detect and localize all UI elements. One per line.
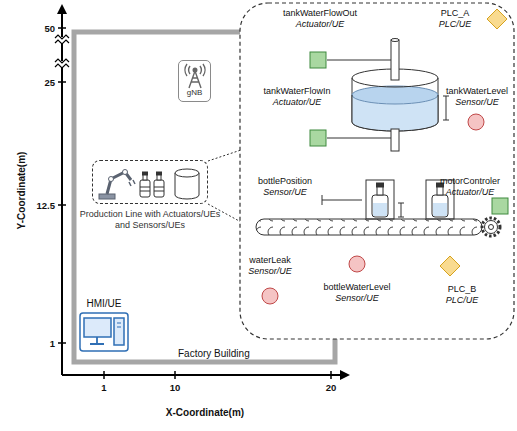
sensor-label: bottlePositionSensor/UE bbox=[258, 176, 312, 198]
antenna-icon bbox=[180, 63, 210, 89]
conveyor-belt bbox=[256, 218, 500, 236]
actuator-box: tankWaterFlowOutActuator/UE bbox=[283, 8, 357, 30]
hmi-terminal: HMI/UE bbox=[78, 298, 130, 352]
node-type: Actuator/UE bbox=[283, 19, 357, 30]
plc-diamond-shape bbox=[486, 8, 508, 30]
actuator-square bbox=[309, 129, 327, 147]
axis-title: Y-Coordinate(m) bbox=[17, 151, 28, 229]
sensor-circle: bottleWaterLevelSensor/UE bbox=[323, 282, 390, 304]
node-name: HMI/UE bbox=[78, 298, 130, 310]
node-type: Sensor/UE bbox=[258, 187, 312, 198]
production-line-box: Production Line with Actuators/UEs and S… bbox=[92, 160, 208, 204]
actuator-box: motorControlerActuator/UE bbox=[440, 176, 500, 198]
sensor-dot bbox=[261, 287, 279, 305]
axis-title: X-Coordinate(m) bbox=[166, 407, 244, 418]
node-name: bottlePosition bbox=[258, 176, 312, 187]
node-name: bottleWaterLevel bbox=[323, 282, 390, 293]
node-name: waterLeak bbox=[248, 255, 292, 266]
node-name: tankWaterLevel bbox=[446, 86, 508, 97]
node-name: Production Line with Actuators/UEs and S… bbox=[79, 209, 221, 231]
actuator-square bbox=[309, 51, 327, 69]
node-name: Factory Building bbox=[178, 348, 250, 359]
node-name: PLC_A bbox=[439, 8, 472, 19]
node-type: Sensor/UE bbox=[248, 266, 292, 277]
node-type: Sensor/UE bbox=[323, 293, 390, 304]
sensor-circle: tankWaterLevelSensor/UE bbox=[446, 86, 508, 108]
axis-tick-label: 1 bbox=[50, 338, 55, 349]
node-name: motorControler bbox=[440, 176, 500, 187]
plc-diamond-shape bbox=[439, 255, 461, 277]
node-type: Sensor/UE bbox=[446, 97, 508, 108]
production-line-icons bbox=[93, 161, 207, 203]
node-type: PLC/UE bbox=[446, 295, 479, 306]
node-type: PLC/UE bbox=[439, 19, 472, 30]
actuator-box: tankWaterFlowInActuator/UE bbox=[263, 86, 330, 108]
axis-tick-label: 10 bbox=[170, 382, 181, 393]
axis-tick-label: 50 bbox=[44, 23, 55, 34]
node-type: Actuator/UE bbox=[263, 97, 330, 108]
water-tank bbox=[352, 39, 449, 152]
axis-tick-label: 25 bbox=[44, 77, 55, 88]
axis-tick-label: 20 bbox=[326, 382, 337, 393]
node-name: gNB bbox=[179, 88, 210, 97]
gnb-icon: gNB bbox=[178, 60, 211, 102]
sensor-circle: waterLeakSensor/UE bbox=[248, 255, 292, 277]
callout-region bbox=[240, 3, 514, 339]
computer-icon bbox=[79, 312, 129, 352]
plc-diamond: PLC_APLC/UE bbox=[439, 8, 472, 30]
plc-diamond: PLC_BPLC/UE bbox=[446, 284, 479, 306]
sensor-dot bbox=[467, 113, 485, 131]
actuator-square bbox=[491, 197, 509, 215]
node-name: tankWaterFlowIn bbox=[263, 86, 330, 97]
node-type: Actuator/UE bbox=[440, 187, 500, 198]
node-name: tankWaterFlowOut bbox=[283, 8, 357, 19]
axis-tick-label: 12.5 bbox=[37, 200, 56, 211]
node-name: PLC_B bbox=[446, 284, 479, 295]
axis-tick-label: 1 bbox=[101, 382, 106, 393]
leader-line bbox=[322, 60, 404, 217]
sensor-dot bbox=[348, 255, 366, 273]
